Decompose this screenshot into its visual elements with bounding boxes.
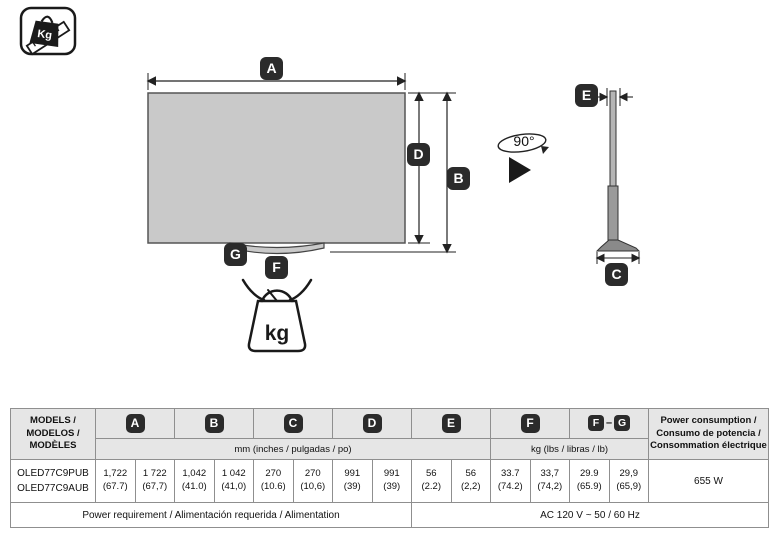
dim-d-value-us: 991 (39) — [332, 459, 373, 503]
table-footer-row: Power requirement / Alimentación requeri… — [10, 502, 769, 528]
col-badge-fg-g: G — [614, 415, 631, 432]
units-kg: kg (lbs / libras / lb) — [490, 438, 649, 460]
weight-bag-icon: Kg — [29, 15, 59, 47]
dim-badge-d: D — [407, 143, 430, 166]
scale-icon — [241, 278, 313, 353]
weight-dimensions-icon: Kg — [19, 6, 77, 56]
dim-b-value-us: 1,042 (41.0) — [174, 459, 215, 503]
power-requirement-value: AC 120 V ~ 50 / 60 Hz — [411, 502, 769, 528]
rotate-arrow-triangle — [509, 157, 531, 183]
weight-fg-value-eu: 29,9 (65,9) — [608, 459, 649, 503]
dimension-line-a — [146, 73, 407, 90]
dim-badge-e: E — [575, 84, 598, 107]
dim-badge-b: B — [447, 167, 470, 190]
scale-kg-label: kg — [265, 322, 290, 345]
power-requirement-label: Power requirement / Alimentación requeri… — [10, 502, 412, 528]
dim-d-value-eu: 991 (39) — [371, 459, 412, 503]
power-consumption-value: 655 W — [648, 459, 769, 503]
col-badge-b: B — [204, 414, 224, 433]
dim-badge-a: A — [260, 57, 283, 80]
dimension-line-e — [595, 88, 633, 106]
dimension-diagram: Kg — [19, 6, 641, 353]
col-badge-c: C — [283, 414, 303, 433]
col-header-d: D — [332, 408, 412, 439]
fg-separator: – — [605, 417, 613, 430]
dim-badge-g: G — [224, 243, 247, 266]
dimension-line-c — [595, 252, 641, 264]
dim-b-value-eu: 1 042 (41,0) — [213, 459, 254, 503]
weight-f-value-us: 33.7 (74.2) — [490, 459, 531, 503]
col-badge-a: A — [125, 414, 145, 433]
col-badge-fg-f: F — [587, 415, 604, 432]
col-header-a: A — [95, 408, 175, 439]
weight-fg-value-us: 29.9 (65.9) — [569, 459, 610, 503]
table-data-row: OLED77C9PUB OLED77C9AUB 1,722 (67.7) 1 7… — [10, 459, 769, 503]
tv-stand-side — [595, 239, 641, 252]
col-header-e: E — [411, 408, 491, 439]
table-header-row: MODELS / MODELOS / MODÈLES A B C D E F F… — [10, 408, 769, 460]
col-header-f: F — [490, 408, 570, 439]
tv-side-view — [595, 90, 641, 252]
tv-front-view — [147, 92, 406, 255]
col-header-fg: F–G — [569, 408, 649, 439]
dim-badge-f: F — [265, 256, 288, 279]
dim-badge-c: C — [605, 263, 628, 286]
table-units-row: mm (inches / pulgadas / po) kg (lbs / li… — [11, 438, 769, 460]
weight-f-value-eu: 33,7 (74,2) — [529, 459, 570, 503]
bag-kg-label: Kg — [37, 28, 53, 42]
dim-c-value-us: 270 (10.6) — [253, 459, 294, 503]
model-names: OLED77C9PUB OLED77C9AUB — [10, 459, 96, 503]
power-consumption-header: Power consumption / Consumo de potencia … — [648, 408, 769, 460]
dim-c-value-eu: 270 (10,6) — [292, 459, 333, 503]
col-header-b: B — [174, 408, 254, 439]
spec-table: MODELS / MODELOS / MODÈLES A B C D E F F… — [10, 408, 769, 528]
col-header-c: C — [253, 408, 333, 439]
rotation-angle-label: 90° — [513, 133, 535, 149]
col-badge-d: D — [362, 414, 382, 433]
dim-a-value-eu: 1 722 (67,7) — [134, 459, 175, 503]
rotation-90-indicator — [497, 133, 549, 183]
col-badge-f: F — [520, 414, 540, 433]
dim-e-value-eu: 56 (2,2) — [450, 459, 491, 503]
rotation-arrowhead — [541, 146, 549, 154]
dim-e-value-us: 56 (2.2) — [411, 459, 452, 503]
dim-a-value-us: 1,722 (67.7) — [95, 459, 136, 503]
models-header: MODELS / MODELOS / MODÈLES — [10, 408, 96, 460]
units-mm: mm (inches / pulgadas / po) — [95, 438, 491, 460]
col-badge-e: E — [441, 414, 461, 433]
tv-stand-front — [229, 242, 325, 255]
